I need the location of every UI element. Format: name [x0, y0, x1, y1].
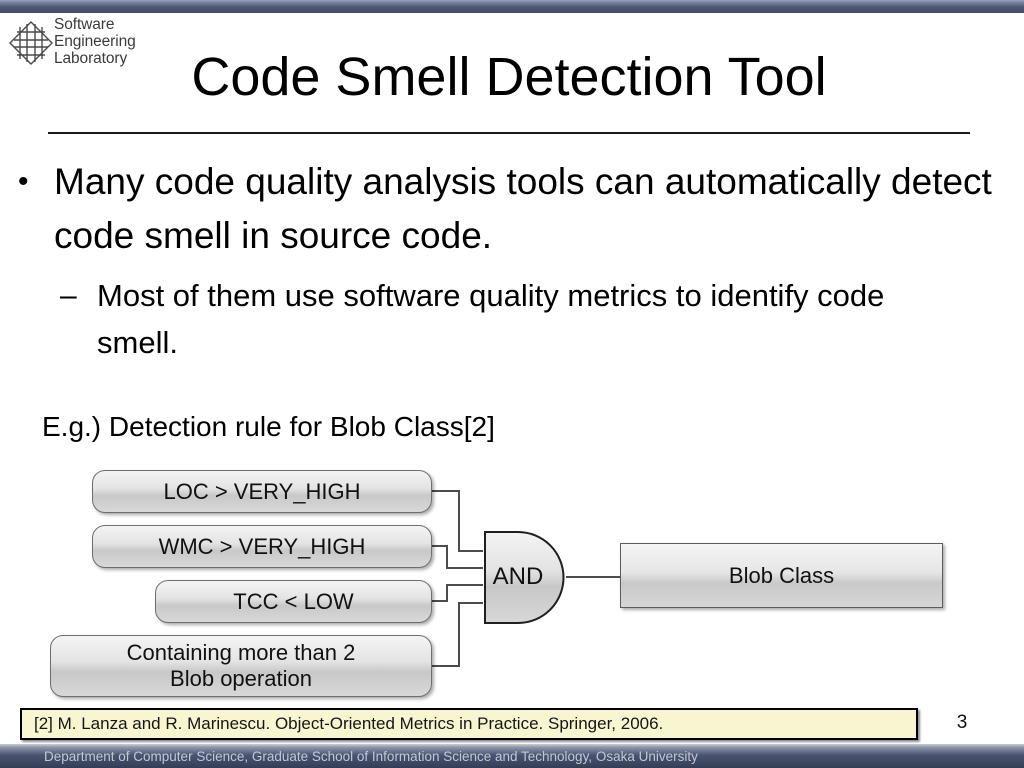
logo-line-2: Engineering	[54, 33, 136, 50]
bullet-marker: •	[18, 165, 29, 198]
citation-text: [2] M. Lanza and R. Marinescu. Object-Or…	[34, 714, 664, 733]
bullet-level-2-text: Most of them use software quality metric…	[97, 278, 885, 360]
condition-box-tcc[interactable]: TCC < LOW	[155, 580, 432, 623]
example-label: E.g.) Detection rule for Blob Class[2]	[42, 411, 495, 442]
condition-box-tcc-label: TCC < LOW	[233, 588, 354, 614]
bullet-level-1: • Many code quality analysis tools can a…	[18, 155, 1013, 263]
condition-box-blob-operation-label: Containing more than 2 Blob operation	[126, 640, 356, 691]
page-title: Code Smell Detection Tool	[191, 47, 827, 107]
and-gate-label: AND	[492, 563, 544, 590]
bullet-level-2: – Most of them use software quality metr…	[60, 272, 960, 366]
page-number: 3	[956, 712, 968, 733]
output-box-blob-class-label: Blob Class	[728, 562, 835, 588]
condition-box-wmc[interactable]: WMC > VERY_HIGH	[92, 525, 432, 568]
condition-box-loc[interactable]: LOC > VERY_HIGH	[92, 470, 432, 513]
top-decoration-bar	[0, 0, 1024, 13]
footer-bar	[0, 744, 1024, 768]
sel-diamond-grid-icon	[8, 20, 54, 66]
logo: Software Engineering Laboratory	[8, 16, 148, 70]
output-box-blob-class[interactable]: Blob Class	[620, 543, 943, 608]
title-divider	[48, 132, 970, 134]
dash-marker: –	[60, 279, 77, 312]
logo-wordmark: Software Engineering Laboratory	[54, 16, 136, 67]
bullet-level-1-text: Many code quality analysis tools can aut…	[54, 161, 992, 256]
footer-text: Department of Computer Science, Graduate…	[44, 749, 698, 764]
citation-box: [2] M. Lanza and R. Marinescu. Object-Or…	[20, 708, 918, 740]
condition-box-wmc-label: WMC > VERY_HIGH	[158, 533, 366, 559]
condition-box-loc-label: LOC > VERY_HIGH	[163, 478, 361, 504]
and-gate-shape[interactable]	[482, 529, 567, 626]
logo-line-1: Software	[54, 16, 115, 33]
condition-box-blob-operation[interactable]: Containing more than 2 Blob operation	[50, 635, 432, 697]
logo-line-3: Laboratory	[54, 50, 128, 67]
